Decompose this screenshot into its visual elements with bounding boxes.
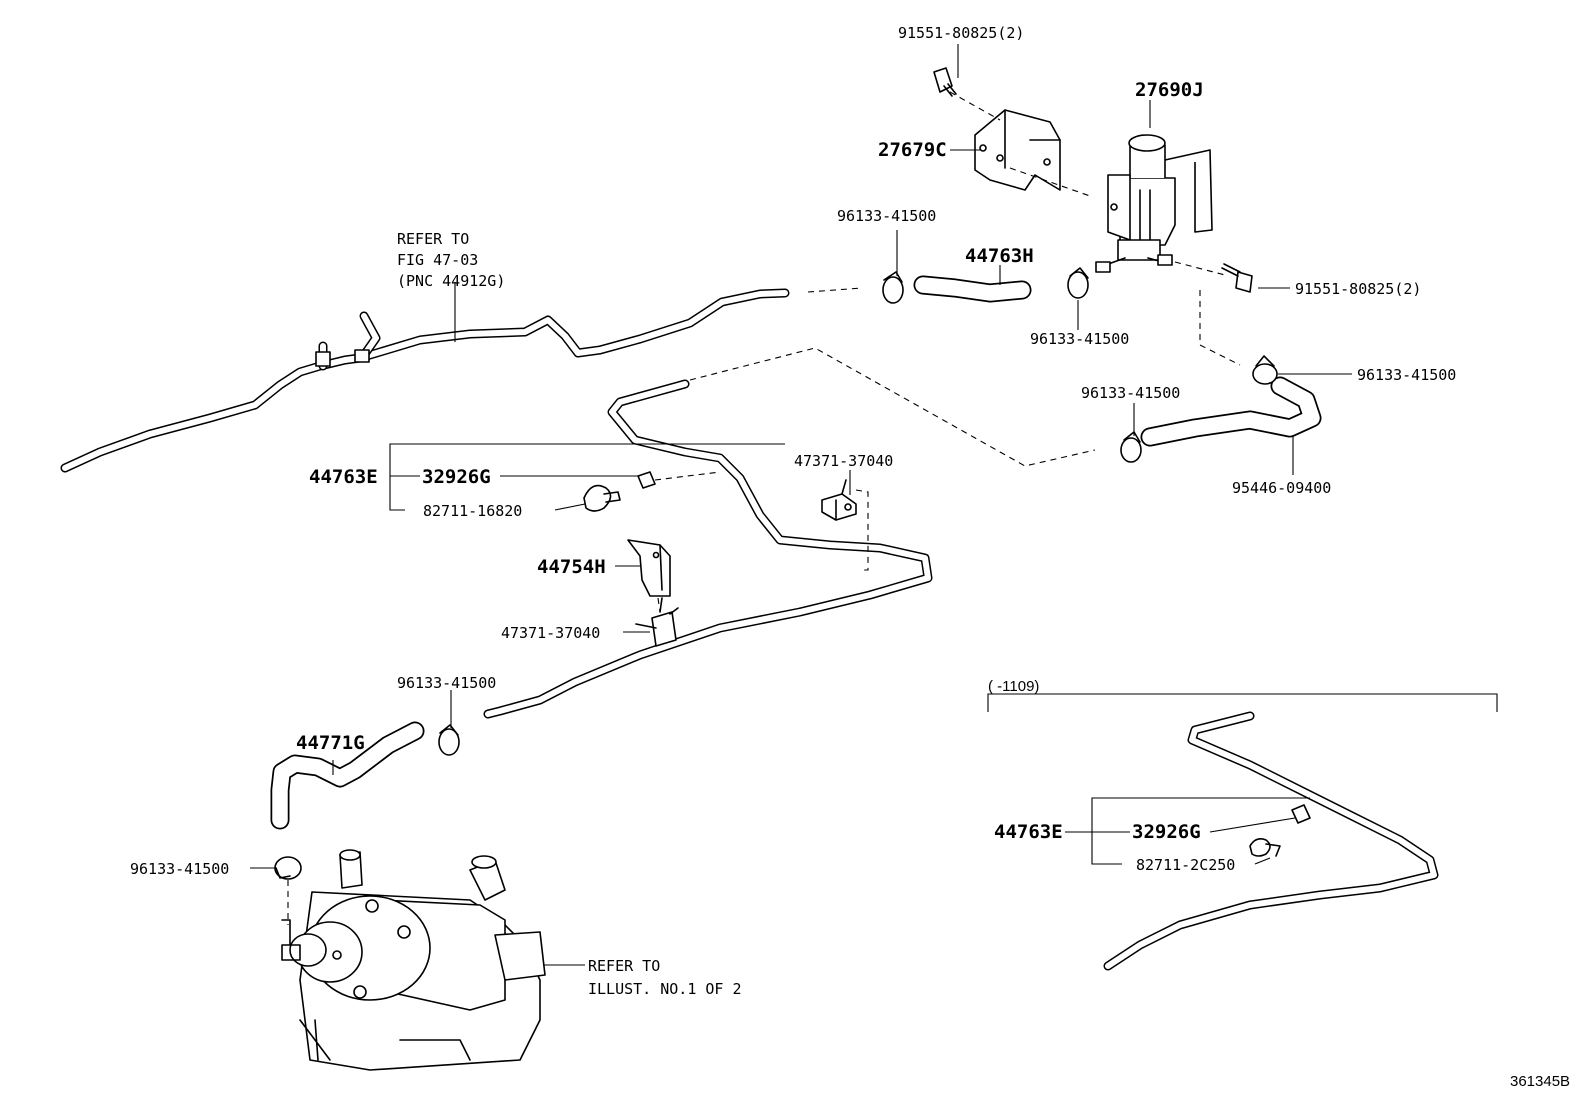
label-clip-82711: 82711-16820 (423, 502, 522, 520)
label-bracket-44754: 44754H (537, 556, 606, 578)
hose-95446-09400 (1140, 376, 1322, 447)
label-variant-range: ( -1109) (988, 678, 1039, 695)
hose-clamp-c-icon (1252, 355, 1278, 385)
label-hose-h: 44763H (965, 245, 1034, 267)
bracket-27679c (974, 109, 1061, 191)
clamp-47371-lower-icon (635, 597, 679, 647)
label-hose-95446: 95446-09400 (1232, 479, 1331, 497)
label-clamp-e: 96133-41500 (397, 674, 496, 692)
hose-clamp-d-icon (1120, 431, 1142, 463)
assembly-lines (287, 91, 1241, 925)
clamp-47371-upper-icon (821, 479, 857, 521)
label-refer-illust-line2: ILLUST. NO.1 OF 2 (588, 980, 742, 998)
hose-44771g (270, 721, 425, 830)
label-refer-fig-line3: (PNC 44912G) (397, 272, 505, 290)
vsv-27690j (1095, 134, 1213, 273)
label-alt-pipe-32926: 32926G (1132, 821, 1201, 843)
label-clamp-47371-a: 47371-37040 (794, 452, 893, 470)
label-clamp-f: 96133-41500 (130, 860, 229, 878)
label-hose-44771: 44771G (296, 732, 365, 754)
hose-clamp-e-icon (438, 724, 460, 756)
bolt-right-icon (1221, 263, 1253, 293)
label-clamp-47371-b: 47371-37040 (501, 624, 600, 642)
label-refer-fig-line1: REFER TO (397, 230, 469, 248)
diagram-id: 361345B (1510, 1073, 1570, 1090)
label-alt-pipe-e: 44763E (994, 821, 1063, 843)
clip-82711-16820-icon (583, 484, 621, 512)
vacuum-pump (281, 849, 546, 1071)
label-alt-clip: 82711-2C250 (1136, 856, 1235, 874)
label-clamp-b: 96133-41500 (1030, 330, 1129, 348)
label-pipe-e: 44763E (309, 466, 378, 488)
alt-vacuum-pipe (1103, 711, 1439, 971)
cap-32926g-icon (637, 471, 656, 489)
label-bolt-right: 91551-80825(2) (1295, 280, 1421, 298)
part-labels: 91551-80825(2) 27690J 27679C 96133-41500… (130, 24, 1570, 1090)
bracket-44754h (627, 539, 671, 597)
hose-clamp-f-icon (274, 856, 302, 880)
label-clamp-d: 96133-41500 (1081, 384, 1180, 402)
label-clamp-a: 96133-41500 (837, 207, 936, 225)
bolt-top-icon (933, 67, 957, 97)
alt-cap-32926g-icon (1291, 804, 1311, 824)
label-clamp-c: 96133-41500 (1357, 366, 1456, 384)
hose-clamp-a-icon (882, 271, 904, 304)
label-refer-fig-line2: FIG 47-03 (397, 251, 478, 269)
vacuum-pipe-44763e (483, 379, 933, 719)
label-bracket: 27679C (878, 139, 947, 161)
label-refer-illust-line1: REFER TO (588, 957, 660, 975)
leader-lines (250, 44, 1498, 966)
label-vsv: 27690J (1135, 79, 1204, 101)
label-pipe-32926: 32926G (422, 466, 491, 488)
brake-line-pipe (60, 288, 790, 473)
label-bolt-top: 91551-80825(2) (898, 24, 1024, 42)
hose-44763h (913, 275, 1032, 303)
hose-clamp-b-icon (1067, 267, 1089, 299)
alt-clip-82711-2c250-icon (1249, 838, 1281, 857)
